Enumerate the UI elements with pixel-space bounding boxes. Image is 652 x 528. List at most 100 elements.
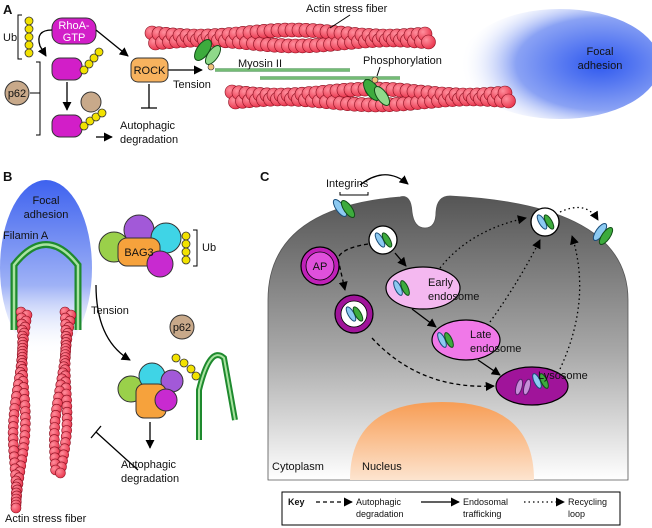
arrow-vesicle-to-early	[394, 252, 407, 267]
ap-label: AP	[313, 261, 328, 273]
focal-adhesion-b-label-2: adhesion	[24, 209, 69, 221]
p62-b-label: p62	[173, 322, 191, 334]
focal-adhesion-a-label-1: Focal	[587, 46, 614, 58]
bag3-complex	[98, 214, 182, 278]
late-endosome	[431, 319, 501, 361]
actin-stress-fiber-b-right	[48, 306, 77, 479]
dash-amphisome-to-lysosome	[371, 337, 495, 391]
inhibit-rock	[141, 84, 157, 109]
ub-chain-b	[181, 229, 198, 267]
early-endosome-label-2: endosome	[428, 291, 479, 303]
vesicle-integrin-b	[381, 232, 393, 248]
panel-c-label: C	[260, 169, 270, 184]
actin-bead	[55, 467, 66, 479]
lysosome-label: Lysosome	[538, 370, 588, 382]
p62-b	[169, 314, 195, 340]
panel-b: B Focal adhesion Filamin A Actin stress …	[0, 169, 238, 525]
bag3-p62-complex	[117, 353, 201, 419]
filamin-a-label: Filamin A	[3, 230, 49, 242]
lysosome-integrin-a	[514, 378, 524, 396]
nucleus-label: Nucleus	[362, 461, 402, 473]
late-endosome-label-1: Late	[470, 329, 491, 341]
actin-bead	[10, 502, 22, 514]
dot-recycling-to-surface	[559, 206, 599, 221]
rock-label: ROCK	[134, 65, 166, 77]
ub-label-a: Ub	[3, 32, 17, 44]
key-title: Key	[288, 497, 305, 507]
autophagic-a-label-1: Autophagic	[120, 120, 176, 132]
rhoa-gtp	[51, 17, 97, 45]
actin-bead	[501, 93, 516, 109]
panel-c: C Cytoplasm Nucleus Integrins AP	[260, 169, 629, 481]
ub-chain-a2	[79, 47, 104, 75]
amphisome-integrin-b	[352, 306, 364, 322]
actin-bead	[421, 34, 436, 50]
late-endosome-label-2: endosome	[470, 343, 521, 355]
recycling-integrin-b	[543, 214, 555, 230]
actin-stress-fiber-b-left	[7, 306, 33, 514]
dot-late-to-recycling	[489, 239, 541, 323]
cytoplasm-label: Cytoplasm	[272, 461, 324, 473]
key-item2-label-1: Endosomal	[463, 497, 508, 507]
integrin-surface	[332, 198, 356, 219]
tension-a-label: Tension	[173, 79, 211, 91]
dot-lysosome-to-recycling	[559, 235, 581, 370]
integrins-bracket	[339, 192, 369, 196]
ub-label-b: Ub	[202, 242, 216, 254]
filamin-detached-highlight	[198, 354, 236, 440]
lysosome-integrin-d	[539, 373, 549, 389]
filamin-detached	[196, 352, 238, 440]
actin-stress-fiber-upper	[144, 22, 436, 54]
late-integrin-b	[444, 332, 454, 348]
arrow-late-to-lysosome	[477, 359, 501, 376]
p62-bound-a	[80, 91, 102, 113]
p62-a-label: p62	[8, 88, 26, 100]
panel-a: A Focal adhesion Actin stress fiber Myos…	[3, 2, 652, 146]
early-integrin-b	[400, 280, 410, 296]
focal-adhesion-b-label-1: Focal	[33, 195, 60, 207]
lysosome-integrin-b	[522, 378, 532, 396]
arrow-integrin-endocytosis	[359, 174, 409, 186]
dash-ap-to-amphisome	[337, 258, 348, 291]
arrow-tension-b	[95, 284, 131, 361]
integrin-recycled	[592, 222, 614, 246]
dot-early-to-recycling	[439, 215, 527, 269]
phosphorylation-pointer	[376, 66, 381, 77]
nucleus	[350, 402, 534, 480]
ub-chain-a	[17, 14, 34, 60]
p62-a	[4, 80, 30, 106]
ub-chain-a3	[79, 108, 107, 131]
key-item2-label-2: trafficking	[463, 509, 501, 519]
filamin-a-highlight	[12, 243, 80, 330]
early-endosome	[385, 266, 461, 310]
actin-fiber-b-label: Actin stress fiber	[5, 513, 87, 525]
phosphorylation-label: Phosphorylation	[363, 55, 442, 67]
focal-adhesion-a-label-2: adhesion	[578, 60, 623, 72]
autophagic-b-label-2: degradation	[121, 473, 179, 485]
myosin-ii	[194, 39, 400, 106]
actin-stress-fiber-lower	[224, 81, 516, 113]
rhoa-p62-complex	[51, 114, 83, 138]
inhibit-actin-b	[90, 425, 139, 471]
rhoa-ubiquitinated	[51, 57, 83, 81]
actin-fiber-a-label: Actin stress fiber	[306, 3, 388, 15]
p62-bracket	[30, 61, 41, 136]
dash-vesicle-to-ap	[337, 243, 369, 259]
panel-b-label: B	[3, 169, 12, 184]
lysosome	[495, 366, 569, 406]
early-endosome-label-1: Early	[428, 277, 454, 289]
arrow-early-to-late	[411, 308, 437, 328]
actin-fiber-a-pointer	[329, 14, 351, 29]
rhoa-label-1: RhoA-	[58, 20, 90, 32]
panel-a-label: A	[3, 2, 13, 17]
arrow-ub-to-rhoa	[37, 29, 53, 57]
key-item3-label-2: loop	[568, 509, 585, 519]
arrow-rhoa-to-rock	[95, 29, 129, 57]
tension-b-label: Tension	[91, 305, 129, 317]
key-item3-label-1: Recycling	[568, 497, 607, 507]
rhoa-label-2: GTP	[63, 32, 86, 44]
bag3-label: BAG3	[124, 247, 153, 259]
autophagic-b-label-1: Autophagic	[121, 459, 177, 471]
key-box: Key Autophagic degradation Endosomal tra…	[281, 491, 621, 526]
